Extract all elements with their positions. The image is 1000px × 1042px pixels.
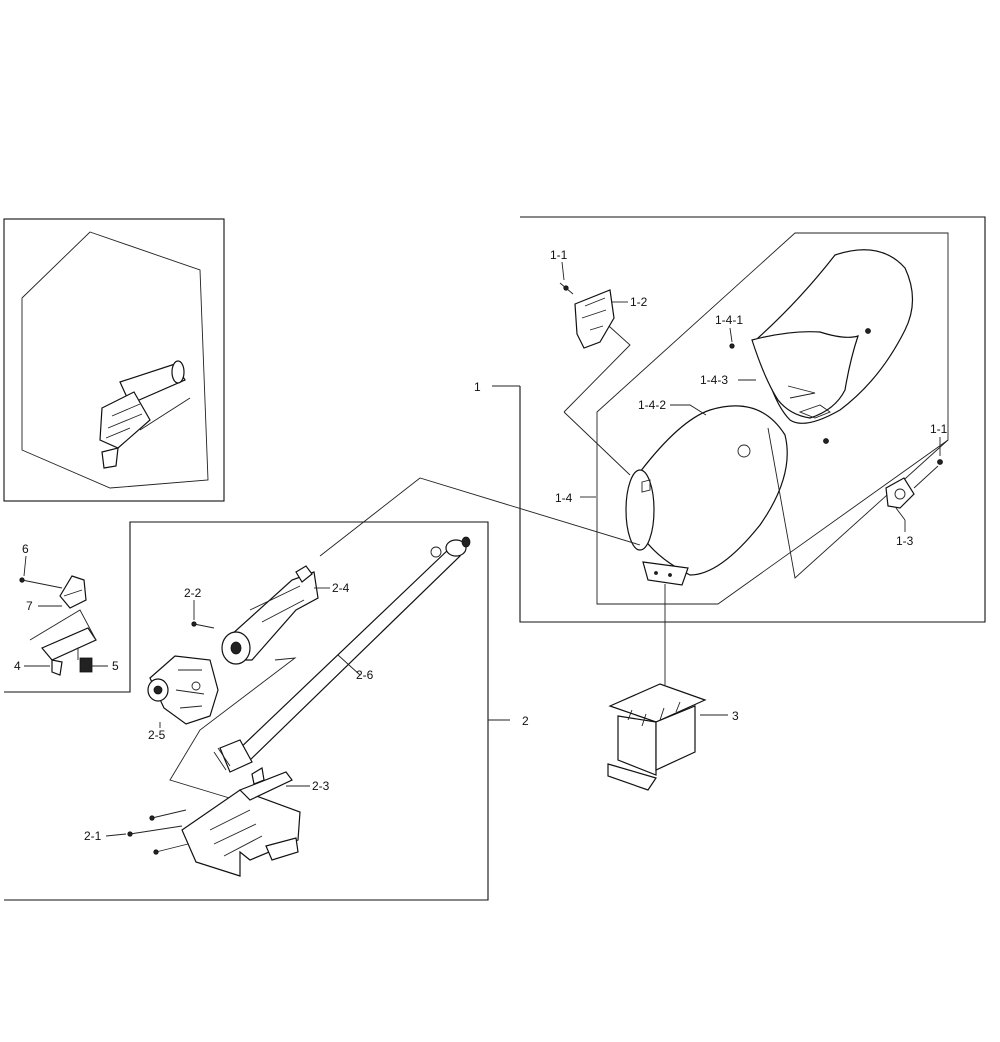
label-7: 7	[26, 599, 33, 613]
label-6: 6	[22, 542, 29, 556]
label-2-6: 2-6	[356, 668, 374, 682]
part-4	[29, 609, 97, 676]
burner-tube-2-4	[221, 565, 319, 665]
label-1-3: 1-3	[896, 534, 914, 548]
label-1-1-right: 1-1	[930, 422, 948, 436]
part-5	[79, 657, 93, 673]
label-2: 2	[522, 714, 529, 728]
screws-2-1	[127, 809, 189, 855]
overview-inset	[3, 218, 225, 502]
bracket-1-2	[559, 282, 615, 349]
label-1-1-top: 1-1	[550, 248, 568, 262]
label-2-3: 2-3	[312, 779, 330, 793]
bracket-7	[19, 575, 87, 609]
leader-lines	[23, 261, 941, 837]
label-3: 3	[732, 709, 739, 723]
label-5: 5	[112, 659, 119, 673]
label-1-4-1: 1-4-1	[715, 313, 743, 327]
part-labels: 1 1-1 1-2 1-4-1 1-4-3 1-4-2 1-1 1-4 1-3 …	[14, 248, 948, 843]
parts-4-7-box	[4, 521, 489, 901]
label-2-4: 2-4	[332, 581, 350, 595]
gas-pipe-2-6	[213, 536, 471, 773]
overview-burner-assembly	[99, 360, 191, 469]
label-1: 1	[474, 380, 481, 394]
label-1-4-2: 1-4-2	[638, 398, 666, 412]
label-2-5: 2-5	[148, 728, 166, 742]
bracket-2-3	[181, 767, 301, 877]
label-2-2: 2-2	[184, 586, 202, 600]
mounting-bracket-3	[607, 683, 707, 791]
label-1-4-3: 1-4-3	[700, 373, 728, 387]
heater-housing-1-4-3	[729, 249, 914, 444]
label-1-4: 1-4	[555, 491, 573, 505]
label-1-2: 1-2	[630, 295, 648, 309]
igniter-2-2	[191, 621, 215, 629]
label-4: 4	[14, 659, 21, 673]
label-2-1: 2-1	[84, 829, 102, 843]
gas-valve-2-5	[147, 655, 219, 725]
heater-housing-1-4-2	[625, 405, 788, 586]
sensor-1-3	[885, 459, 943, 521]
